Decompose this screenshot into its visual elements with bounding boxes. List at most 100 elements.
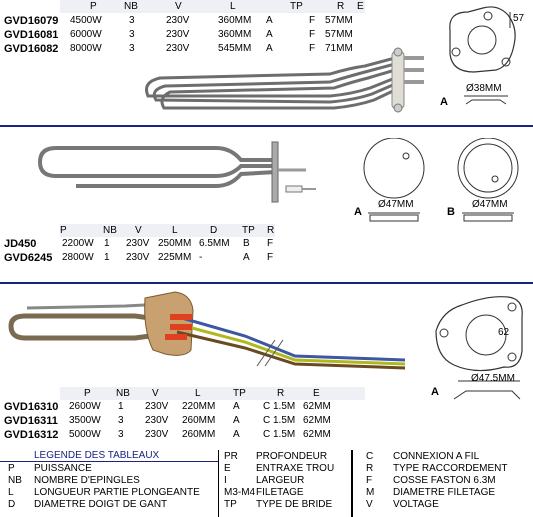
separator-2 (0, 282, 533, 284)
s3-dim-d: Ø47.5MM (471, 373, 515, 384)
product-code: GVD16312 (4, 429, 59, 441)
cell-v: 230V (166, 43, 190, 54)
s1-h-nb: NB (124, 1, 138, 12)
legend-key: PR (224, 451, 238, 462)
legend-title: LEGENDE DES TABLEAUX (34, 450, 160, 461)
s2-h-r: R (267, 225, 275, 236)
cell-v: 230V (126, 238, 150, 249)
cell-p: 2200W (62, 238, 94, 249)
legend-key: M3-M4 (224, 487, 256, 498)
product-code: GVD16310 (4, 401, 59, 413)
legend-key: NB (8, 475, 22, 486)
cell-v: 230V (166, 15, 190, 26)
legend-key: M (366, 487, 375, 498)
s1-header: P NB V L TP R E (60, 0, 365, 13)
s3-h-p: P (84, 388, 91, 399)
legend-key: C (366, 451, 374, 462)
cell-e: 71MM (325, 43, 353, 54)
s3-dim-e: 62 (498, 327, 510, 338)
cell-nb: 3 (118, 415, 124, 426)
cell-l: 360MM (218, 15, 252, 26)
s3-h-v: V (152, 388, 159, 399)
legend-key: V (366, 499, 373, 510)
cell-p: 8000W (70, 43, 102, 54)
s1-h-p: P (90, 1, 97, 12)
cell-tp: A (233, 415, 240, 426)
product-code: JD450 (4, 238, 37, 250)
product-code: GVD6245 (4, 252, 53, 264)
s3-flange-label: A (431, 386, 439, 398)
cell-nb: 3 (129, 29, 135, 40)
s2-h-d: D (210, 225, 218, 236)
legend-value: FILETAGE (256, 487, 304, 498)
cell-p: 2600W (69, 401, 101, 412)
cell-v: 230V (166, 29, 190, 40)
cell-nb: 1 (104, 252, 110, 263)
s2-h-nb: NB (103, 225, 117, 236)
cell-l: 545MM (218, 43, 252, 54)
separator-1 (0, 125, 533, 127)
cell-e: 62MM (303, 429, 331, 440)
cell-l: 225MM (158, 252, 192, 263)
legend-value: ENTRAXE TROU (256, 463, 335, 474)
legend-value: LONGUEUR PARTIE PLONGEANTE (34, 487, 200, 498)
s1-h-tp: TP (290, 1, 303, 12)
s3-header: P NB V L TP R E (60, 387, 365, 400)
s2-flange-a-label: A (354, 206, 362, 218)
cell-r: C 1.5M (263, 401, 296, 412)
cell-p: 2800W (62, 252, 94, 263)
s3-h-r: R (277, 388, 285, 399)
s1-flange-label: A (440, 96, 448, 108)
legend-value: TYPE RACCORDEMENT (393, 463, 508, 474)
cell-v: 230V (126, 252, 150, 263)
s1-h-l: L (230, 1, 236, 12)
cell-r: F (267, 238, 274, 249)
s1-dim-e: 57 (513, 13, 525, 24)
s2-flange-b-dim: Ø47MM (472, 199, 508, 210)
cell-e: 57MM (325, 15, 353, 26)
cell-tp: A (233, 401, 240, 412)
cell-r: C 1.5M (263, 415, 296, 426)
legend-key: R (366, 463, 374, 474)
cell-r: F (309, 29, 316, 40)
cell-e: 57MM (325, 29, 353, 40)
cell-p: 4500W (70, 15, 102, 26)
cell-nb: 3 (118, 429, 124, 440)
legend-value: COSSE FASTON 6.3M (393, 475, 496, 486)
legend-key: L (8, 487, 14, 498)
cell-tp: B (243, 238, 250, 249)
cell-v: 230V (145, 429, 169, 440)
s2-heater-drawing (37, 141, 316, 203)
s2-flange-b-label: B (447, 206, 455, 218)
s2-header: P NB V L D TP R (60, 224, 275, 237)
s3-heater-drawing (8, 291, 406, 370)
cell-tp: A (266, 29, 273, 40)
legend-value: TYPE DE BRIDE (256, 499, 333, 510)
product-code: GVD16079 (4, 15, 59, 27)
cell-l: 220MM (182, 401, 216, 412)
cell-tp: A (266, 15, 273, 26)
cell-nb: 1 (118, 401, 124, 412)
s2-h-l: L (172, 225, 178, 236)
s1-heater-drawing (145, 47, 424, 113)
cell-e: 62MM (303, 401, 331, 412)
legend-key: I (224, 475, 227, 486)
section3-row: GVD16310 2600W 1 230V 220MM A C 1.5M 62MM (0, 400, 365, 414)
cell-r: F (309, 15, 316, 26)
s2-h-tp: TP (242, 225, 255, 236)
product-code: GVD16311 (4, 415, 58, 427)
cell-d: - (199, 252, 203, 263)
s3-h-e: E (313, 388, 320, 399)
cell-v: 230V (145, 401, 169, 412)
cell-tp: A (243, 252, 250, 263)
cell-p: 6000W (70, 29, 102, 40)
cell-l: 360MM (218, 29, 252, 40)
s3-h-nb: NB (116, 388, 130, 399)
cell-nb: 3 (129, 43, 135, 54)
s3-h-tp: TP (233, 388, 246, 399)
s3-flange-diagram (435, 296, 523, 400)
